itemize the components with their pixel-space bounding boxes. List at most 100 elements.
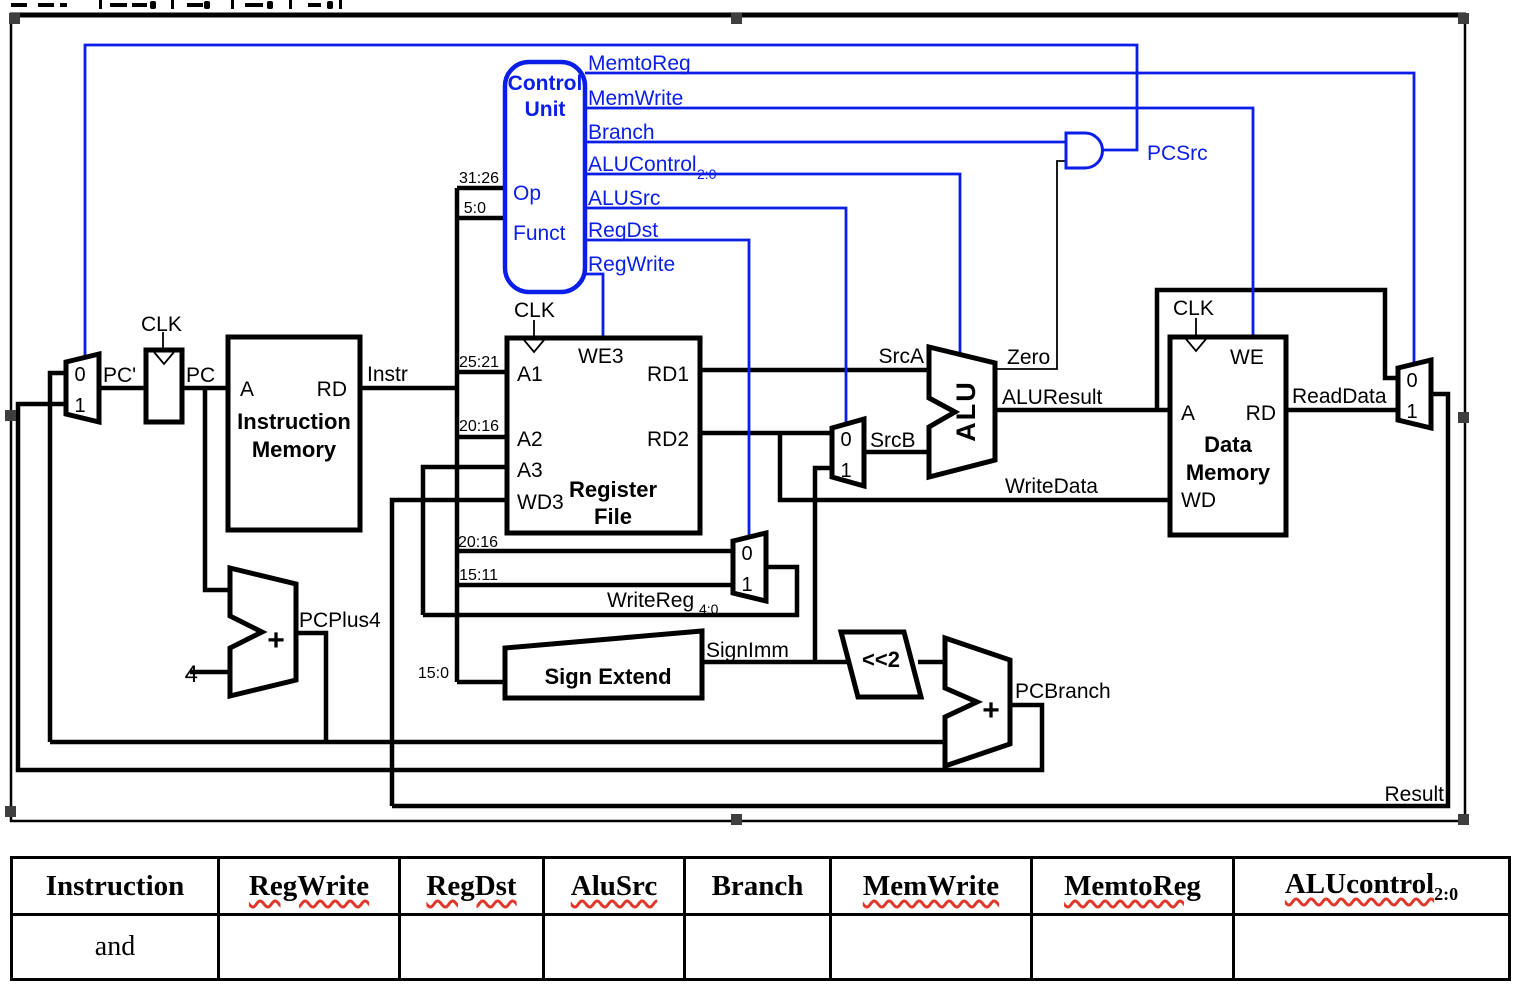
bits-20-16-b: 20:16 — [458, 534, 498, 551]
header-memtoreg[interactable]: MemtoReg — [1030, 856, 1235, 916]
result-label: Result — [1384, 783, 1444, 806]
regwrite-wire — [585, 272, 605, 338]
header-branch[interactable]: Branch — [683, 856, 832, 916]
selection-handle-bottom-right[interactable] — [1458, 814, 1469, 825]
header-alucontrol-subscript: 2:0 — [1434, 883, 1459, 904]
pc-label: PC — [186, 364, 215, 387]
a2-port: A2 — [517, 428, 543, 451]
cell-regwrite[interactable] — [217, 913, 401, 981]
writereg-mux-0: 0 — [741, 543, 752, 565]
alusrc-label: ALUSrc — [588, 187, 660, 210]
pc-mux — [63, 350, 102, 426]
pc-clk-triangle — [153, 351, 175, 366]
wd-port: WD — [1181, 489, 1216, 512]
pc-datapath-wires — [15, 185, 1451, 809]
control-unit-box — [502, 59, 588, 295]
header-alucontrol[interactable]: ALUcontrol2:0 — [1232, 856, 1511, 916]
clk-ticks — [162, 318, 1197, 350]
alu-label: ALU — [951, 380, 981, 442]
register-file-title2: File — [594, 504, 632, 529]
instruction-memory-title1: Instruction — [237, 409, 351, 434]
header-alusrc[interactable]: AluSrc — [542, 856, 686, 916]
pc-next-label: PC' — [103, 364, 136, 387]
regdst-wire — [585, 238, 751, 536]
pcsrc-label: PCSrc — [1147, 142, 1208, 165]
instruction-memory-box — [225, 334, 363, 533]
pcplus4-plus-sign: + — [267, 624, 285, 657]
datamem-a-port: A — [1181, 402, 1195, 425]
selection-handle-top-right[interactable] — [1458, 13, 1469, 24]
selection-handle-mid-left[interactable] — [5, 410, 16, 421]
pcbranch-plus-sign: + — [982, 694, 1000, 727]
sign-extend-box — [502, 628, 705, 701]
alu-shape — [926, 343, 998, 481]
instrmem-a-port: A — [240, 378, 254, 401]
alucontrol-label: ALUControl — [588, 153, 697, 176]
readdata-label: ReadData — [1292, 385, 1387, 408]
pc-register — [143, 347, 185, 425]
header-regwrite[interactable]: RegWrite — [217, 856, 401, 916]
pc-mux-1: 1 — [74, 395, 85, 417]
instruction-memory-title2: Memory — [252, 437, 337, 462]
regwrite-label: RegWrite — [588, 253, 675, 276]
const-4-label: 4 — [185, 661, 198, 688]
cell-alusrc[interactable] — [542, 913, 686, 981]
srcb-label: SrcB — [870, 429, 916, 452]
selection-handle-bottom-center[interactable] — [731, 814, 742, 825]
selection-handle-top-center[interactable] — [731, 13, 742, 24]
cell-regdst[interactable] — [398, 913, 545, 981]
alucontrol-subscript: 2:0 — [697, 166, 717, 182]
data-memory-box — [1167, 334, 1289, 538]
selection-handle-bottom-left[interactable] — [5, 806, 16, 817]
clk-label-regfile: CLK — [514, 299, 555, 322]
datapath-diagram[interactable]: Control Unit Op Funct MemtoReg MemWrite … — [0, 0, 1518, 840]
cell-instruction[interactable]: and — [10, 913, 220, 981]
header-memwrite[interactable]: MemWrite — [829, 856, 1033, 916]
clk-label-datamem: CLK — [1173, 297, 1214, 320]
memtoreg-wire — [585, 71, 1416, 363]
cell-memwrite[interactable] — [829, 913, 1033, 981]
pcplus4-label: PCPlus4 — [299, 609, 381, 632]
control-unit-title1: Control — [508, 72, 583, 95]
writereg-mux — [730, 529, 769, 605]
cell-alucontrol[interactable] — [1232, 913, 1511, 981]
clk-label-pc: CLK — [141, 313, 182, 336]
bits-20-16-a: 20:16 — [459, 418, 499, 435]
srcb-mux — [829, 415, 867, 490]
srca-label: SrcA — [878, 345, 924, 368]
a1-port: A1 — [517, 363, 543, 386]
cell-branch[interactable] — [683, 913, 832, 981]
zero-label: Zero — [1007, 346, 1050, 369]
instrmem-rd-port: RD — [317, 378, 347, 401]
register-file-title1: Register — [569, 477, 657, 502]
header-regdst[interactable]: RegDst — [398, 856, 545, 916]
wd3-port: WD3 — [517, 491, 564, 514]
alucontrol-wire — [585, 172, 962, 353]
selection-handle-top-left[interactable] — [9, 13, 20, 24]
rd2-port: RD2 — [647, 428, 689, 451]
cell-memtoreg[interactable] — [1030, 913, 1235, 981]
table-header-row: Instruction RegWrite RegDst AluSrc Branc… — [10, 856, 1511, 916]
zero-wire — [995, 160, 1066, 370]
signimm-label: SignImm — [706, 639, 789, 662]
srcb-mux-0: 0 — [840, 429, 851, 451]
pc-mux-0: 0 — [74, 364, 85, 386]
writereg-subscript: 4:0 — [699, 601, 719, 617]
memtoreg-label: MemtoReg — [588, 52, 691, 75]
op-port-label: Op — [513, 182, 541, 205]
header-instruction[interactable]: Instruction — [10, 856, 220, 916]
branch-label: Branch — [588, 121, 655, 144]
regfile-clk-triangle — [523, 339, 545, 354]
alusrc-wire — [585, 206, 848, 423]
sign-extend-title: Sign Extend — [544, 664, 671, 689]
selection-handle-mid-right[interactable] — [1458, 412, 1469, 423]
datamem-clk-triangle — [1185, 338, 1207, 353]
writereg-mux-1: 1 — [741, 574, 752, 596]
writedata-label: WriteData — [1005, 475, 1098, 498]
regdst-label: RegDst — [588, 219, 658, 242]
memwrite-label: MemWrite — [588, 87, 683, 110]
result-mux — [1395, 356, 1434, 432]
bits-15-0: 15:0 — [418, 665, 449, 682]
we-port: WE — [1230, 346, 1264, 369]
